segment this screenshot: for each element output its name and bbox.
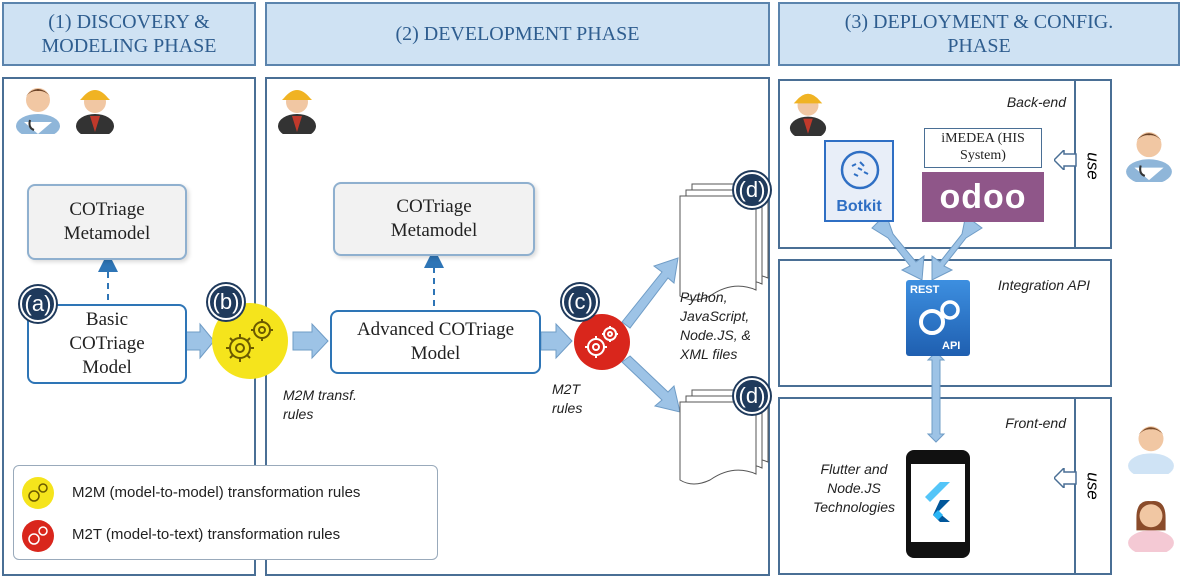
botkit-logo: Botkit [824,140,894,222]
badge-c: (c) [562,284,598,320]
phase-header-development: (2) DEVELOPMENT PHASE [265,2,770,66]
badge-c-label: (c) [567,289,593,314]
engineer-icon-dev [278,90,316,134]
flutter-icon [925,482,950,522]
basic-model-label: Basic COTriage Model [69,309,145,378]
flow-arrow-model-to-m2m [185,322,215,360]
frontend-use-strip [1074,397,1112,575]
phase-header-deployment: (3) DEPLOYMENT & CONFIG. PHASE [778,2,1180,66]
phase-header-discovery: (1) DISCOVERY & MODELING PHASE [2,2,256,66]
use-label-top: use [1074,138,1112,194]
phase-title-discovery: (1) DISCOVERY & MODELING PHASE [41,11,217,57]
api-link-botkit [871,213,925,281]
api-link-frontend [926,351,946,443]
advanced-model-label: Advanced COTriage Model [356,319,515,364]
rest-label: REST [910,284,940,296]
rest-api-gears-icon [919,300,960,335]
legend-m2m-icon [22,477,54,509]
odoo-logo: odoo [922,172,1044,222]
flow-arrow-m2m-to-advanced [292,322,329,360]
use-arrow-bottom [1054,468,1077,488]
botkit-bug-icon [840,150,880,190]
doctor-icon-deploy [1126,132,1172,182]
engineer-icon [76,90,114,134]
flow-arrow-m2t-to-files-top [621,257,679,329]
advanced-model-box: Advanced COTriage Model [330,310,541,374]
backend-label: Back-end [1006,94,1066,110]
generated-files-label: Python, JavaScript, Node.JS, & XML files [680,289,751,362]
use-text-bottom: use [1083,472,1103,500]
badge-d-bottom: (d) [734,378,770,414]
badge-a-label: (a) [24,291,52,316]
badge-d-bottom-label: (d) [738,383,766,408]
imedea-label: iMEDEA (HIS System) [941,131,1025,163]
m2m-gears-icon [212,303,288,379]
metamodel-box-basic: COTriage Metamodel [27,184,187,260]
smartphone-screen [911,464,965,542]
legend-m2m-label: M2M (model-to-model) transformation rule… [72,484,361,501]
metamodel-label-advanced: COTriage Metamodel [390,196,478,241]
badge-a: (a) [20,286,56,322]
imedea-box: iMEDEA (HIS System) [924,128,1042,168]
document-stack-top [679,183,769,301]
badge-b: (b) [208,284,244,320]
frontend-label: Front-end [1005,415,1066,431]
basic-model-box: Basic COTriage Model [27,304,187,384]
use-text-top: use [1083,152,1103,180]
flutter-label: Flutter and Node.JS Technologies [813,461,895,515]
engineer-icon-deploy [789,93,827,136]
badge-d-top-label: (d) [738,177,766,202]
integration-label: Integration API [997,277,1090,293]
badge-b-label: (b) [212,289,240,314]
m2t-rules-label: M2T rules [552,381,583,416]
use-arrow-top [1054,150,1077,170]
metamodel-label-basic: COTriage Metamodel [63,199,151,244]
flow-arrow-advanced-to-m2t [540,322,573,360]
flow-arrow-m2t-to-files-bottom [621,355,681,413]
m2t-gears-icon [574,314,630,370]
api-label: API [942,340,961,352]
botkit-label: Botkit [836,198,882,215]
document-stack-bottom [679,389,769,485]
odoo-label: odoo [939,177,1027,216]
m2m-rules-label: M2M transf. rules [283,387,357,422]
smartphone-icon [906,450,970,558]
legend-m2t-icon [22,520,54,552]
badge-d-top: (d) [734,172,770,208]
patient-icon-female [1128,500,1174,552]
api-link-odoo [931,212,983,281]
legend-box: M2M (model-to-model) transformation rule… [13,465,438,560]
legend-m2t-label: M2T (model-to-text) transformation rules [72,526,341,543]
phase-title-development: (2) DEVELOPMENT PHASE [395,23,640,45]
rest-api-icon: REST API [906,280,970,356]
metamodel-box-advanced: COTriage Metamodel [333,182,535,256]
use-label-bottom: use [1074,458,1112,514]
patient-icon-male [1128,426,1174,474]
doctor-icon [16,88,60,134]
phase-title-deployment: (3) DEPLOYMENT & CONFIG. PHASE [844,11,1114,57]
